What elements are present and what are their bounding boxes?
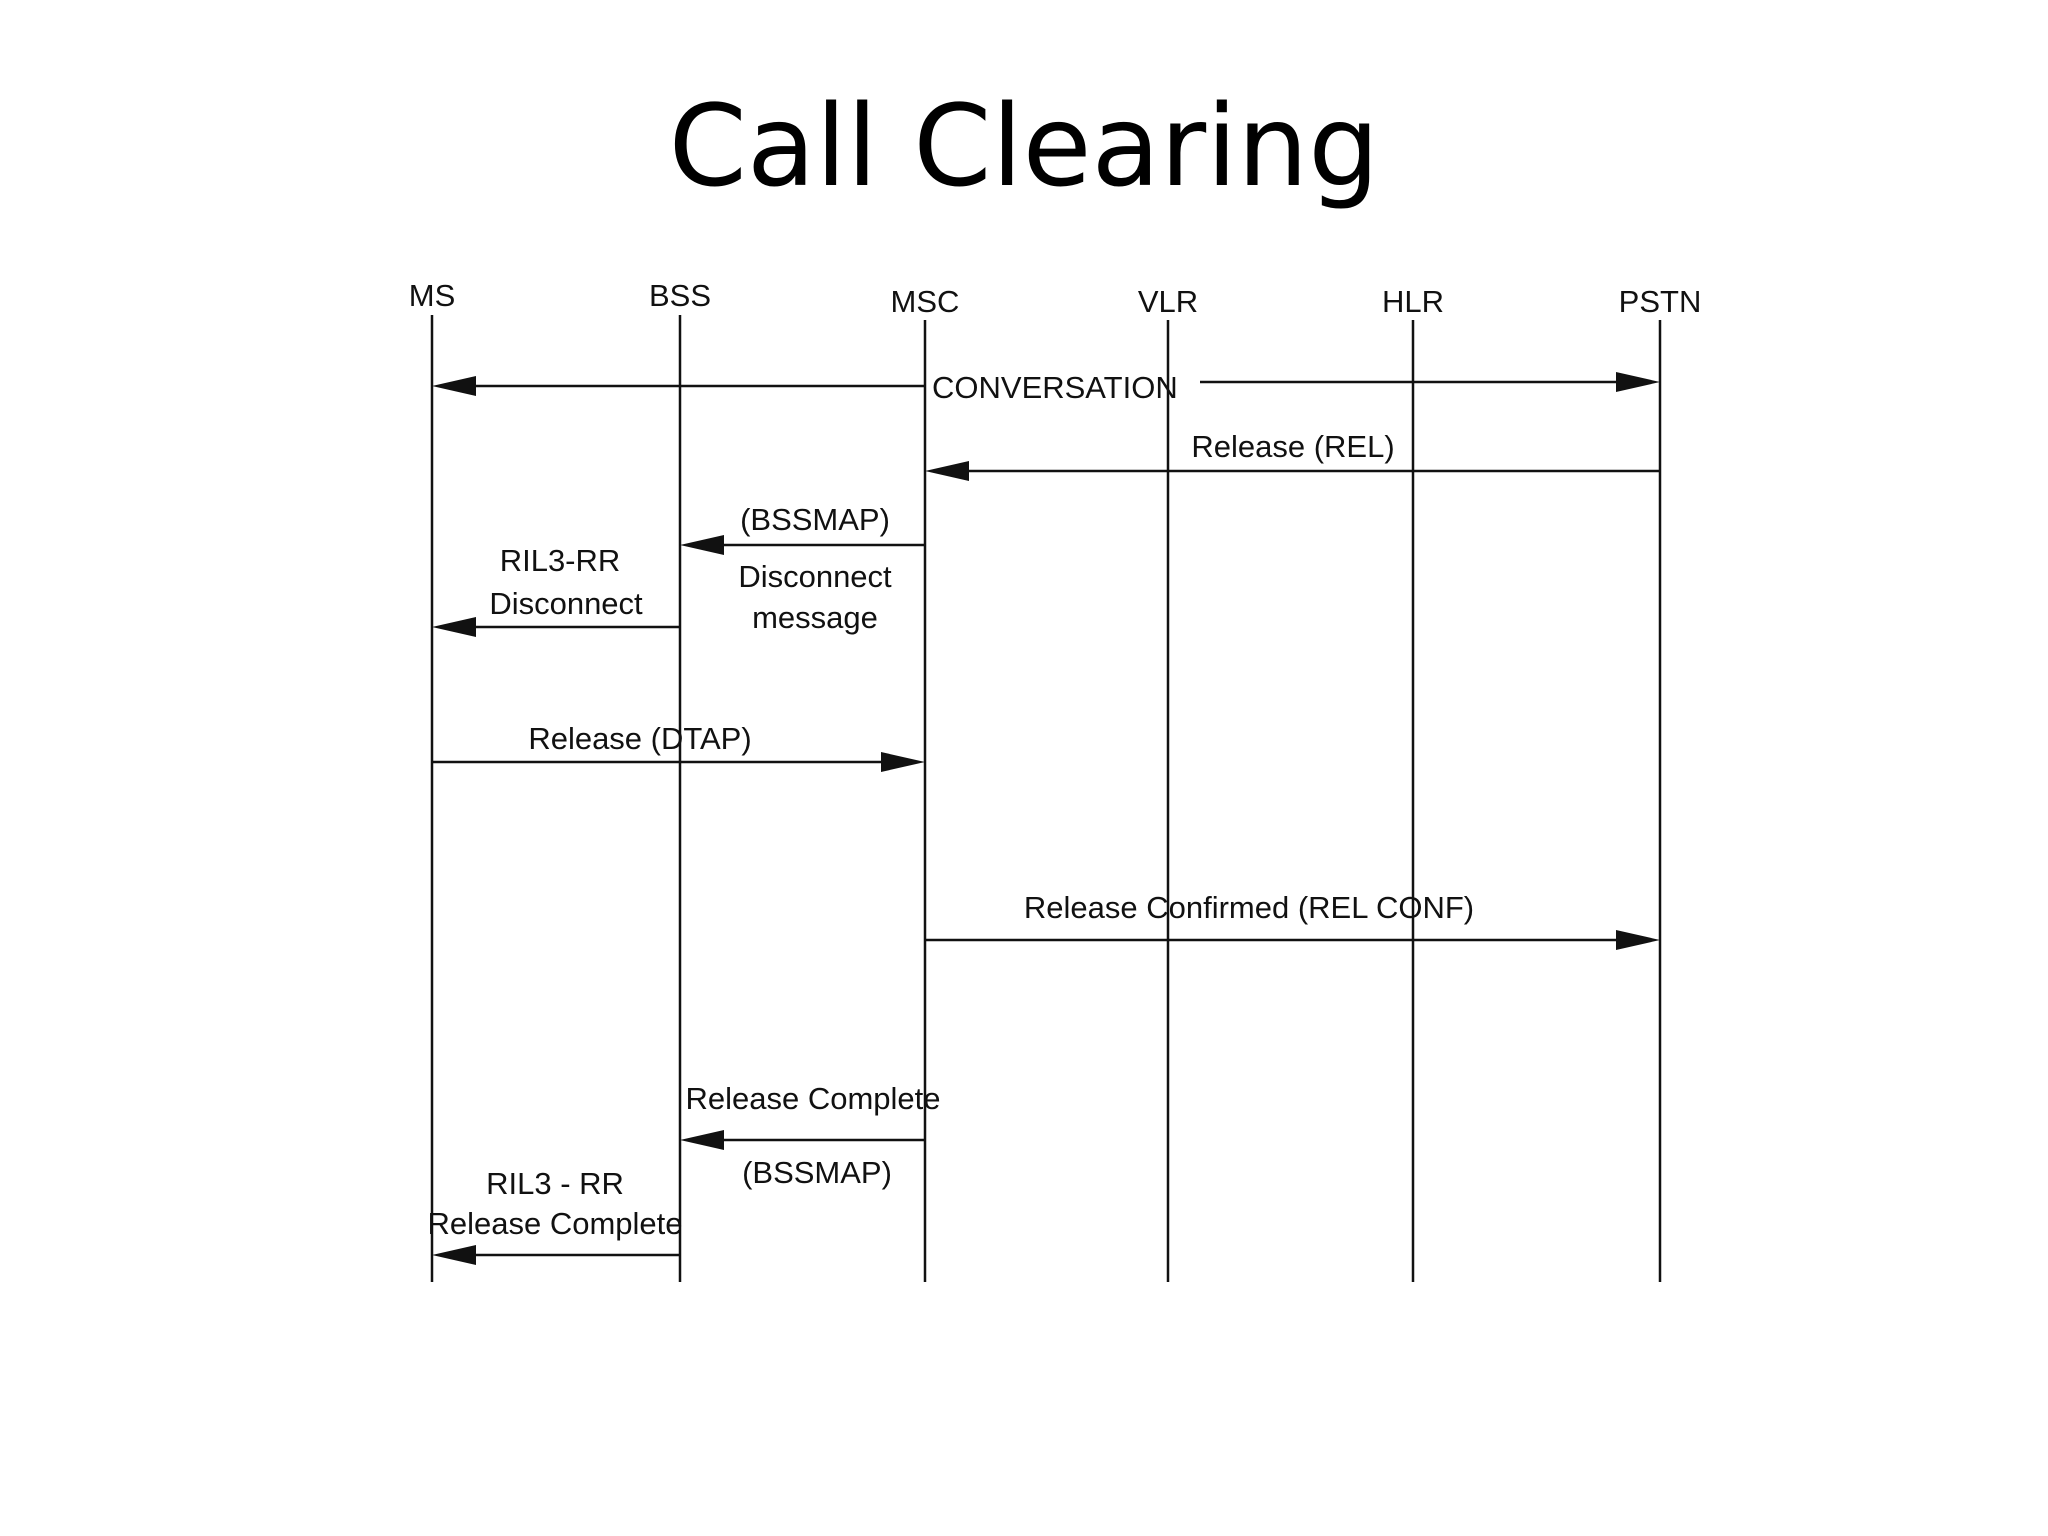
message-release-confirmed-label-0: Release Confirmed (REL CONF) — [1024, 890, 1474, 925]
message-release-complete-bssmap-arrowhead — [680, 1130, 724, 1150]
message-ril3-rr-release-complete-label-0: RIL3 - RR — [486, 1166, 624, 1201]
entity-label-bss: BSS — [649, 278, 711, 313]
message-ril3-rr-release-complete-label-1: Release Complete — [427, 1206, 682, 1241]
message-release-complete-bssmap-label-1: (BSSMAP) — [742, 1155, 892, 1190]
entity-label-pstn: PSTN — [1619, 284, 1702, 319]
message-conversation-left-arrowhead — [432, 376, 476, 396]
message-release-dtap-arrowhead — [881, 752, 925, 772]
message-release-rel-label-0: Release (REL) — [1191, 429, 1394, 464]
message-ril3-rr-disconnect-arrowhead — [432, 617, 476, 637]
message-bssmap-disconnect-label-2: message — [752, 600, 878, 635]
message-bssmap-disconnect-label-1: Disconnect — [738, 559, 892, 594]
message-conversation-right-arrowhead — [1616, 372, 1660, 392]
message-bssmap-disconnect-arrowhead — [680, 535, 724, 555]
message-ril3-rr-disconnect-label-1: Disconnect — [489, 586, 643, 621]
slide-title: Call Clearing — [668, 82, 1380, 212]
entity-label-msc: MSC — [891, 284, 960, 319]
entity-label-ms: MS — [409, 278, 456, 313]
message-release-confirmed-arrowhead — [1616, 930, 1660, 950]
message-bssmap-disconnect-label-0: (BSSMAP) — [740, 502, 890, 537]
message-conversation-label-0: CONVERSATION — [932, 370, 1178, 405]
message-release-complete-bssmap-label-0: Release Complete — [685, 1081, 940, 1116]
entity-label-hlr: HLR — [1382, 284, 1444, 319]
entity-label-vlr: VLR — [1138, 284, 1198, 319]
message-ril3-rr-release-complete-arrowhead — [432, 1245, 476, 1265]
message-ril3-rr-disconnect-label-0: RIL3-RR — [500, 543, 621, 578]
message-release-dtap-label-0: Release (DTAP) — [528, 721, 751, 756]
message-release-rel-arrowhead — [925, 461, 969, 481]
